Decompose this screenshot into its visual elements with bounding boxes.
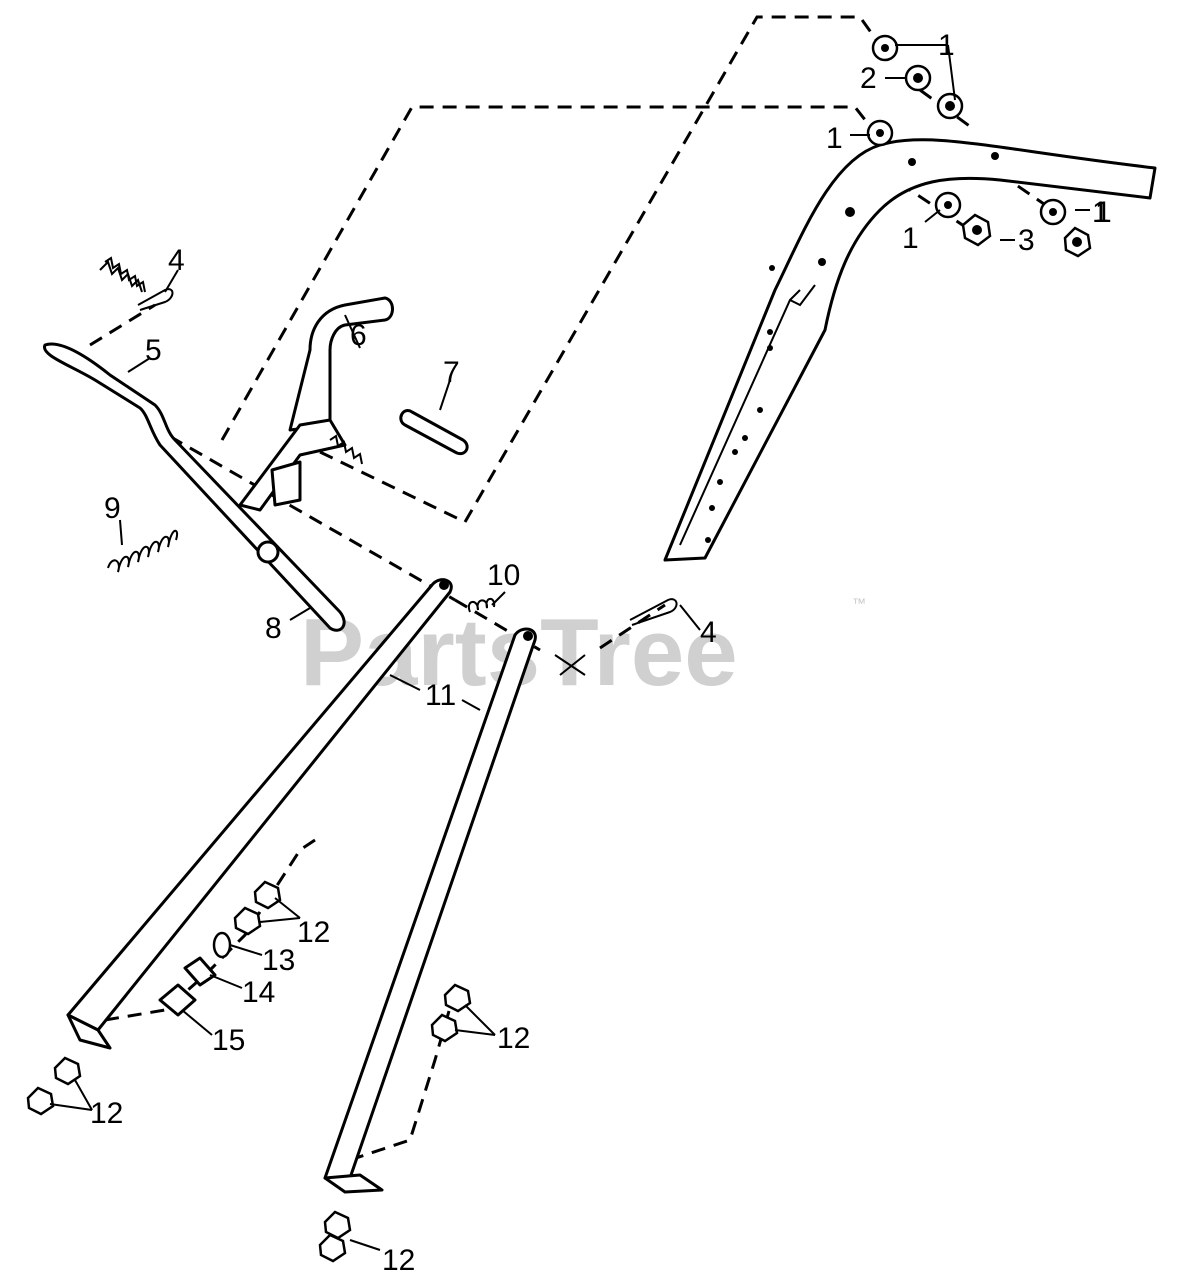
link-rod (323, 627, 537, 1194)
link-rod (66, 578, 453, 1050)
washer-icon (866, 34, 1067, 226)
callout-label: 12 (90, 1097, 123, 1130)
callout-label: 1 (1095, 196, 1112, 229)
shoulder-bolt-icon (158, 983, 197, 1017)
callout-label: 10 (487, 559, 520, 592)
callout-label: 12 (497, 1022, 530, 1055)
callout-label: 2 (860, 62, 877, 95)
callout-label: 5 (145, 334, 162, 367)
callout-label: 1 (826, 122, 843, 155)
cotter-pin-icon (137, 288, 678, 626)
callout-label: 15 (212, 1024, 245, 1057)
callout-label: 1 (902, 222, 919, 255)
callout-label: 8 (265, 612, 282, 645)
callout-label: 11 (425, 679, 456, 712)
assembly-dashed-lines (89, 15, 1061, 1162)
callout-label: 3 (1018, 224, 1035, 257)
spring-icon (99, 256, 146, 293)
callout-label: 9 (104, 492, 121, 525)
link-cross-mark (554, 654, 586, 676)
watermark-trademark: ™ (852, 595, 866, 611)
spacer-icon (183, 956, 217, 987)
callout-label: 13 (262, 944, 295, 977)
callout-label: 1 (1092, 196, 1109, 229)
callout-label: 7 (443, 356, 460, 389)
callout-label: 4 (168, 244, 185, 277)
shift-lever (43, 342, 346, 632)
callout-label: 6 (350, 319, 367, 352)
pin-icon (399, 409, 469, 455)
callout-label: 12 (297, 916, 330, 949)
callout-label: 1 (938, 29, 955, 62)
callout-label: 14 (242, 976, 275, 1009)
handle-bar (663, 138, 1157, 562)
callout-label: 12 (382, 1244, 415, 1277)
lever-bracket (238, 296, 394, 512)
hex-nut-icon (26, 880, 472, 1263)
lock-washer-icon (212, 931, 232, 959)
spring-icon (467, 597, 496, 613)
spring-icon (107, 529, 178, 573)
hex-nut-icon (961, 213, 1092, 258)
leader-lines (49, 44, 1090, 1251)
callout-label: 4 (700, 616, 717, 649)
callout-labels: 1 2 1 1 1 3 1 4 5 6 7 9 8 10 4 11 12 13 … (90, 29, 1112, 1277)
